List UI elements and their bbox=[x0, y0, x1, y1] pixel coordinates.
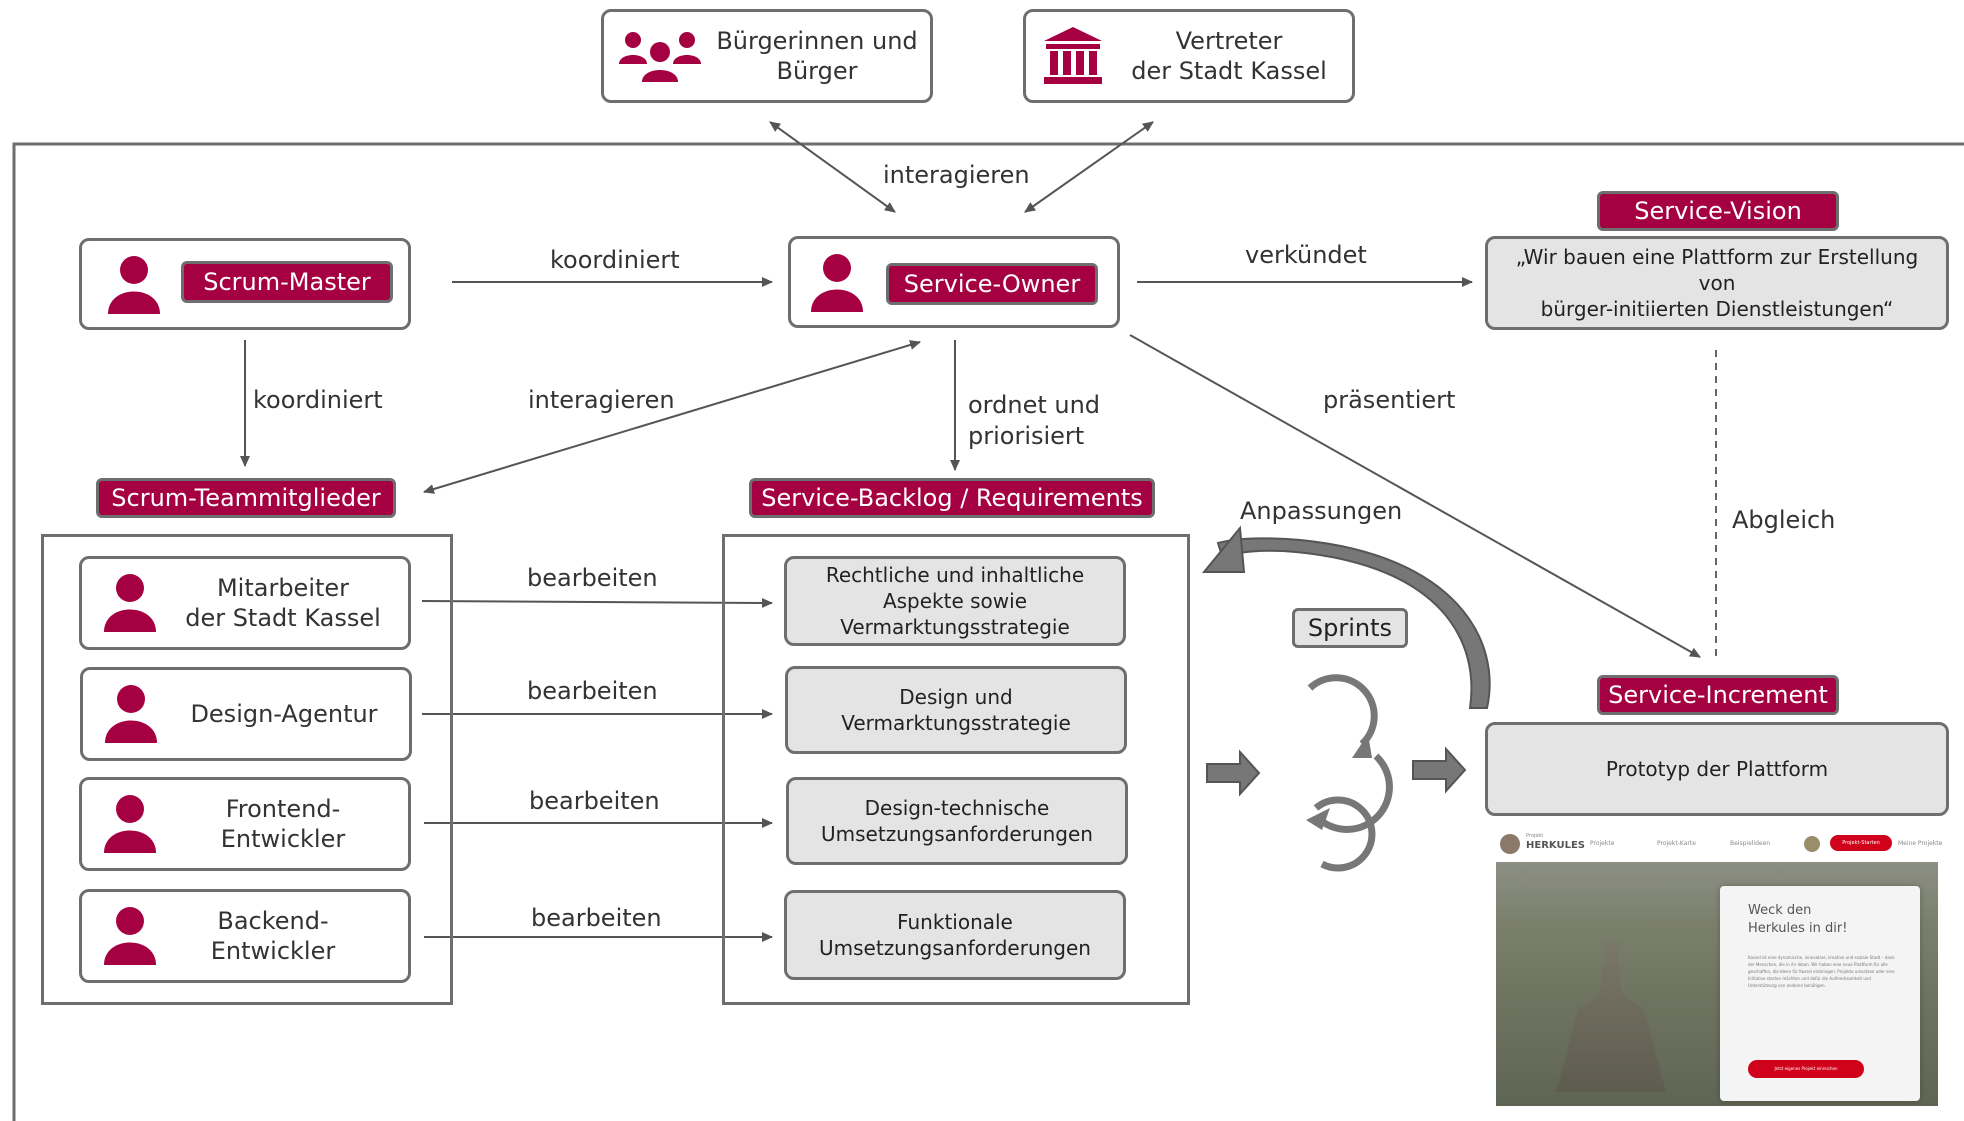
tag-scrum-team: Scrum-Teammitglieder bbox=[96, 478, 396, 518]
label-bearbeiten: bearbeiten bbox=[527, 564, 658, 592]
label-bearbeiten: bearbeiten bbox=[529, 787, 660, 815]
person-icon bbox=[104, 907, 156, 965]
arrow-citizens-owner bbox=[769, 121, 896, 213]
prototype-screenshot: Projekt HERKULES Projekte Projekt-Karte … bbox=[1490, 826, 1944, 1106]
prototype-navbar: Projekt HERKULES Projekte Projekt-Karte … bbox=[1490, 826, 1944, 862]
label-bearbeiten: bearbeiten bbox=[527, 677, 658, 705]
person-icon bbox=[108, 256, 160, 314]
building-icon bbox=[1044, 27, 1102, 84]
arrow-city-owner bbox=[1024, 121, 1154, 213]
prototype-my-projects: Meine Projekte bbox=[1898, 840, 1943, 847]
label-praesentiert: präsentiert bbox=[1323, 386, 1456, 414]
team-member-design-agency: Design-Agentur bbox=[80, 667, 412, 761]
tag-service-increment: Service-Increment bbox=[1597, 675, 1839, 715]
label-abgleich: Abgleich bbox=[1732, 506, 1836, 534]
citizens-label: Bürgerinnen und Bürger bbox=[716, 27, 918, 85]
team-member-frontend: Frontend- Entwickler bbox=[79, 777, 411, 871]
prototype-avatar bbox=[1804, 836, 1820, 852]
arrow-bearbeiten-1 bbox=[421, 597, 773, 608]
prototype-logo-text: HERKULES bbox=[1526, 840, 1585, 851]
sprints-label: Sprints bbox=[1292, 608, 1408, 648]
backlog-item: Funktionale Umsetzungsanforderungen bbox=[784, 890, 1126, 980]
label-ordnet-priorisiert: ordnet und priorisiert bbox=[968, 391, 1101, 450]
citizens-box: Bürgerinnen und Bürger bbox=[601, 9, 933, 103]
team-member-label: Mitarbeiter der Stadt Kassel bbox=[185, 574, 381, 632]
monument-silhouette bbox=[1556, 942, 1666, 1092]
group-icon bbox=[619, 32, 701, 82]
person-icon bbox=[104, 795, 156, 853]
team-member-label: Frontend- Entwickler bbox=[220, 795, 346, 853]
tag-scrum-master: Scrum-Master bbox=[181, 261, 393, 303]
label-interagieren-mid: interagieren bbox=[528, 386, 675, 414]
backlog-item: Design und Vermarktungsstrategie bbox=[785, 666, 1127, 754]
label-interagieren-top: interagieren bbox=[883, 161, 1030, 189]
label-anpassungen: Anpassungen bbox=[1240, 497, 1403, 525]
arrow-increment-owner bbox=[1129, 334, 1701, 658]
arrow-owner-team bbox=[423, 340, 921, 494]
backlog-frame bbox=[722, 534, 1190, 1005]
team-member-city-staff: Mitarbeiter der Stadt Kassel bbox=[79, 556, 411, 650]
adjustment-arrow bbox=[1201, 525, 1491, 709]
service-owner-box: Service-Owner bbox=[788, 236, 1120, 328]
label-bearbeiten: bearbeiten bbox=[531, 904, 662, 932]
team-member-backend: Backend- Entwickler bbox=[79, 889, 411, 983]
prototype-body-text: Kassel ist eine dynamische, innovative, … bbox=[1748, 955, 1895, 988]
person-icon bbox=[104, 574, 156, 632]
prototype-logo-icon bbox=[1500, 834, 1520, 854]
city-label: Vertreter der Stadt Kassel bbox=[1131, 27, 1327, 85]
scrum-master-box: Scrum-Master bbox=[79, 238, 411, 330]
prototype-headline: Weck den Herkules in dir! bbox=[1748, 903, 1848, 936]
backlog-item: Design-technische Umsetzungsanforderunge… bbox=[786, 777, 1128, 865]
tag-service-owner: Service-Owner bbox=[886, 263, 1098, 305]
block-arrow-right bbox=[1412, 746, 1467, 794]
tag-service-vision: Service-Vision bbox=[1597, 191, 1839, 231]
label-koordiniert-vertical: koordiniert bbox=[253, 386, 383, 414]
person-icon bbox=[105, 685, 157, 743]
prototype-hero-card: Weck den Herkules in dir! Kassel ist ein… bbox=[1720, 886, 1920, 1101]
outer-frame bbox=[12, 142, 1964, 1121]
tag-service-backlog: Service-Backlog / Requirements bbox=[749, 478, 1155, 518]
prototype-logo-small: Projekt bbox=[1526, 833, 1544, 839]
team-member-label: Design-Agentur bbox=[190, 700, 378, 728]
backlog-item: Rechtliche und inhaltliche Aspekte sowie… bbox=[784, 556, 1126, 646]
team-member-label: Backend- Entwickler bbox=[210, 907, 336, 965]
label-koordiniert-horizontal: koordiniert bbox=[550, 246, 680, 274]
vision-statement: „Wir bauen eine Plattform zur Erstellung… bbox=[1485, 236, 1949, 330]
prototype-submit-button: Jetzt eigenes Projekt einreichen bbox=[1748, 1060, 1864, 1078]
block-arrow-left bbox=[1206, 749, 1261, 797]
sprint-cycles-icon bbox=[1307, 674, 1393, 872]
label-verkuendet: verkündet bbox=[1245, 241, 1367, 269]
increment-box: Prototyp der Plattform bbox=[1485, 722, 1949, 816]
person-icon bbox=[811, 254, 863, 312]
prototype-nav-map: Projekt-Karte bbox=[1657, 840, 1696, 847]
prototype-nav-ideas: Beispielideen bbox=[1730, 840, 1771, 847]
city-box: Vertreter der Stadt Kassel bbox=[1023, 9, 1355, 103]
team-frame bbox=[41, 534, 453, 1005]
prototype-nav-projects: Projekte bbox=[1590, 840, 1615, 847]
prototype-cta-button: Projekt-Starten bbox=[1830, 835, 1892, 851]
